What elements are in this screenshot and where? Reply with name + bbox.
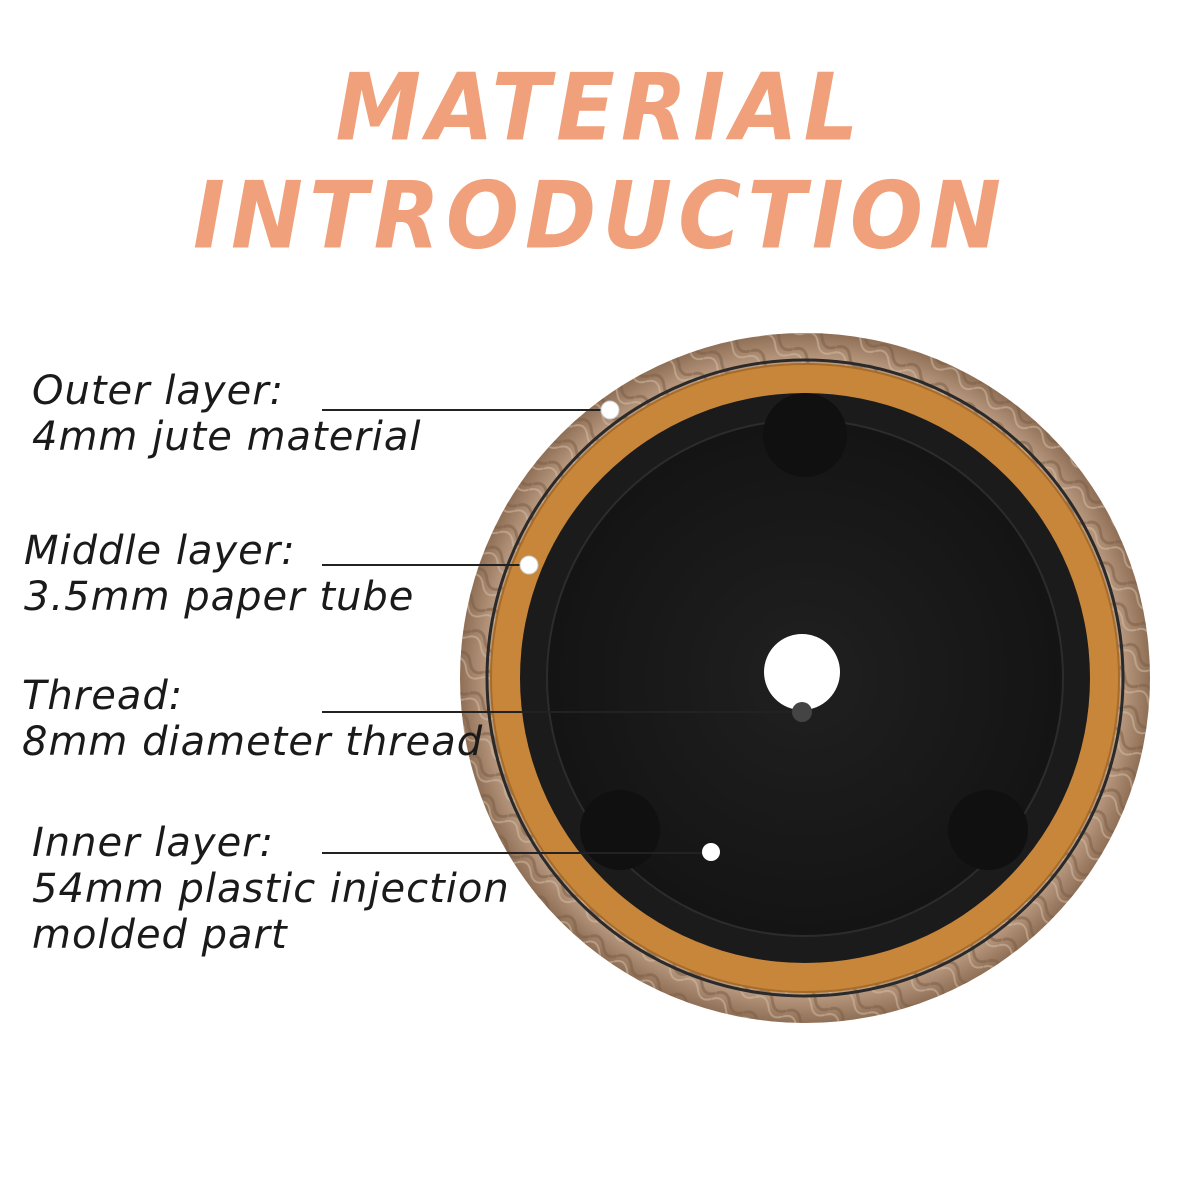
label-outer-layer: Outer layer: 4mm jute material xyxy=(32,368,422,460)
label-thread-detail: 8mm diameter thread xyxy=(22,719,484,765)
label-middle-layer: Middle layer: 3.5mm paper tube xyxy=(24,528,414,620)
label-outer-detail: 4mm jute material xyxy=(32,414,422,460)
label-middle-heading: Middle layer: xyxy=(24,528,296,574)
label-inner-detail-2: molded part xyxy=(32,912,288,958)
thread-marker xyxy=(792,702,812,722)
boss-top xyxy=(763,393,847,477)
center-hole xyxy=(764,634,840,710)
page-title: MATERIAL INTRODUCTION xyxy=(192,53,1008,270)
paper-tube-edge xyxy=(490,363,1120,993)
jute-inner-edge xyxy=(485,358,1125,998)
label-thread: Thread: 8mm diameter thread xyxy=(22,673,483,765)
label-inner-layer: Inner layer: 54mm plastic injection mold… xyxy=(32,820,510,958)
label-middle-detail: 3.5mm paper tube xyxy=(24,574,415,620)
dot-middle xyxy=(519,555,539,575)
label-inner-heading: Inner layer: xyxy=(32,820,275,866)
label-outer-heading: Outer layer: xyxy=(32,368,285,414)
label-thread-heading: Thread: xyxy=(22,673,184,719)
boss-bottom-right xyxy=(948,790,1028,870)
dot-inner xyxy=(702,843,720,861)
boss-bottom-left xyxy=(580,790,660,870)
dot-outer xyxy=(600,400,620,420)
label-inner-detail: 54mm plastic injection xyxy=(32,866,510,912)
